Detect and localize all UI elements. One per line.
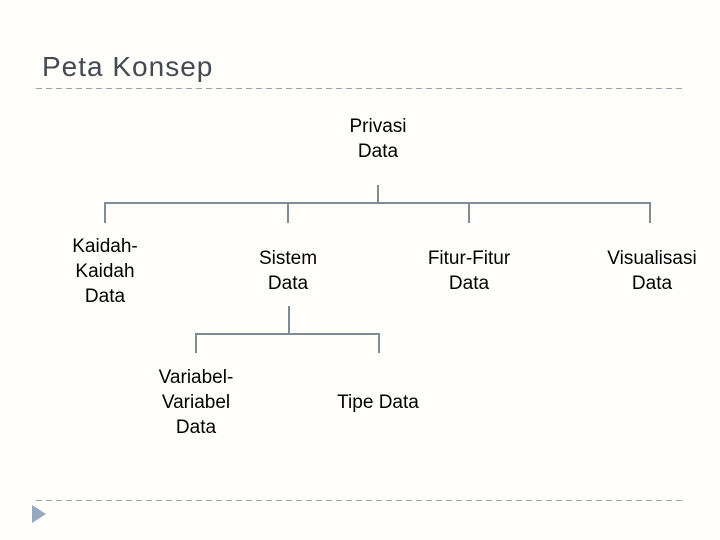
connector-drop-variabel — [195, 333, 197, 353]
connector-drop-kaidah — [104, 202, 106, 223]
node-fitur-fitur-data: Fitur-Fitur Data — [399, 230, 539, 312]
connector-drop-visualisasi — [649, 202, 651, 223]
footer-divider — [36, 500, 685, 501]
connector-drop-sistem — [287, 202, 289, 223]
node-tipe-data: Tipe Data — [308, 360, 448, 444]
connector-sistem-stub — [288, 306, 290, 334]
page-title: Peta Konsep — [42, 51, 214, 82]
title-divider — [36, 88, 685, 89]
connector-drop-fitur — [468, 202, 470, 223]
node-visualisasi-data-label: Visualisasi Data — [607, 248, 697, 294]
node-sistem-data: Sistem Data — [228, 230, 348, 312]
connector-root-stub — [377, 185, 379, 203]
node-privasi-data-label: Privasi Data — [349, 116, 407, 162]
node-visualisasi-data: Visualisasi Data — [587, 230, 717, 312]
node-privasi-data: Privasi Data — [318, 108, 438, 170]
node-tipe-data-label: Tipe Data — [337, 391, 419, 413]
node-kaidah-kaidah-data: Kaidah- Kaidah Data — [45, 230, 165, 312]
play-triangle-icon — [32, 505, 46, 523]
connector-level1-bar — [104, 202, 651, 204]
node-variabel-variabel-data: Variabel- Variabel Data — [136, 360, 256, 444]
node-fitur-fitur-data-label: Fitur-Fitur Data — [427, 248, 511, 294]
node-sistem-data-label: Sistem Data — [258, 248, 318, 294]
node-variabel-variabel-data-label: Variabel- Variabel Data — [158, 366, 234, 438]
connector-drop-tipe — [378, 333, 380, 353]
connector-level2-bar — [195, 333, 380, 335]
node-kaidah-kaidah-data-label: Kaidah- Kaidah Data — [72, 235, 138, 307]
